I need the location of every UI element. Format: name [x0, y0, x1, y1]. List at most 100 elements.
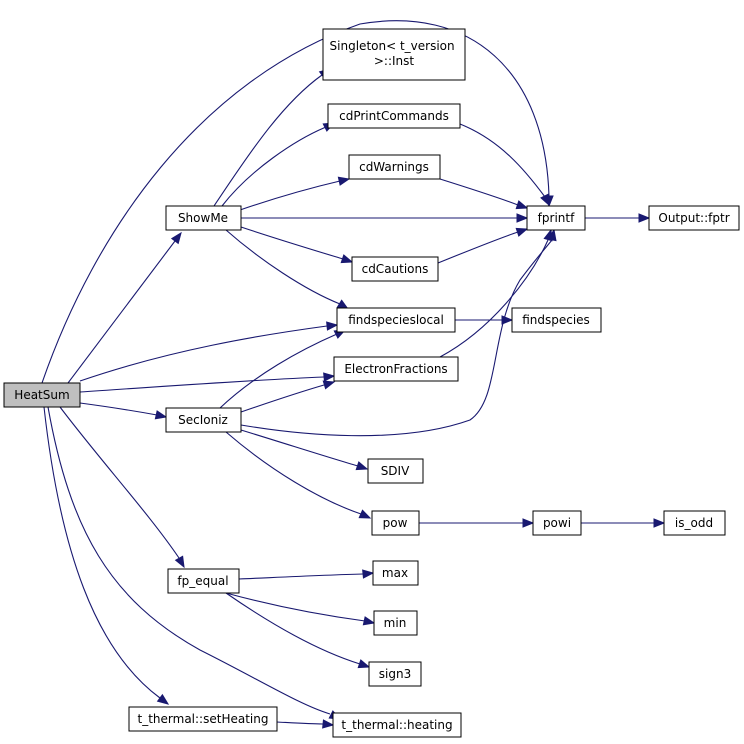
edge-secioniz-to-electronfractions: [240, 380, 336, 413]
node-label: fprintf: [538, 211, 575, 225]
node-label: SDIV: [381, 464, 410, 478]
edge-line: [276, 721, 324, 725]
node-output-fptr[interactable]: Output::fptr: [648, 205, 740, 231]
edge-line: [240, 384, 325, 413]
edge-line: [239, 180, 341, 211]
arrowhead-icon: [547, 228, 557, 242]
node-fprintf[interactable]: fprintf: [526, 205, 586, 231]
node-label: ShowMe: [178, 211, 228, 225]
node-label: pow: [383, 516, 408, 530]
edge-line: [47, 406, 331, 715]
node-t-thermal-heating[interactable]: t_thermal::heating: [332, 712, 462, 738]
node-singleton-inst[interactable]: Singleton< t_version >::Inst: [322, 28, 466, 81]
arrowhead-icon: [638, 213, 651, 223]
node-label: Output::fptr: [658, 211, 729, 225]
node-max[interactable]: max: [372, 560, 419, 586]
edge-showme-to-cdcautions: [240, 226, 354, 264]
edge-line: [439, 239, 549, 358]
node-cdcautions[interactable]: cdCautions: [351, 256, 439, 282]
edge-line: [41, 20, 550, 384]
node-label: t_thermal::setHeating: [138, 712, 269, 726]
arrowhead-icon: [515, 200, 529, 210]
edge-line: [225, 229, 341, 305]
edge-fpequal-to-sign3: [225, 592, 371, 669]
arrowhead-icon: [540, 193, 550, 207]
arrowhead-icon: [653, 518, 666, 528]
arrowhead-icon: [522, 518, 535, 528]
arrowhead-icon: [326, 321, 339, 331]
node-fp-equal[interactable]: fp_equal: [167, 568, 240, 594]
node-showme[interactable]: ShowMe: [165, 205, 242, 231]
edge-showme-to-fprintf: [241, 213, 529, 223]
arrowhead-icon: [362, 569, 375, 579]
edge-line: [219, 333, 338, 409]
edge-line: [67, 240, 176, 384]
edge-line: [240, 239, 553, 437]
arrowhead-icon: [355, 461, 369, 471]
node-label: cdPrintCommands: [339, 109, 449, 123]
edge-line: [79, 376, 325, 393]
edge-line: [213, 74, 323, 207]
arrowhead-icon: [515, 227, 529, 237]
node-label: min: [384, 616, 407, 630]
node-findspecieslocal[interactable]: findspecieslocal: [336, 307, 456, 333]
arrowhead-icon: [323, 372, 336, 382]
node-label: sign3: [379, 667, 411, 681]
arrowhead-icon: [357, 659, 371, 669]
edge-heatsum-to-secioniz: [79, 402, 168, 420]
node-findspecies[interactable]: findspecies: [511, 307, 602, 333]
edge-fpequal-to-max: [238, 569, 375, 580]
node-label: fp_equal: [177, 574, 228, 588]
edge-secioniz-to-findspecieslocal: [219, 329, 347, 409]
arrowhead-icon: [322, 719, 335, 729]
edge-line: [225, 431, 362, 515]
edge-fprintf-to-outputfptr: [585, 213, 651, 223]
node-pow[interactable]: pow: [371, 510, 420, 536]
arrowhead-icon: [362, 616, 376, 626]
arrowhead-icon: [337, 176, 351, 186]
node-label: cdWarnings: [359, 160, 429, 174]
node-label: findspecieslocal: [348, 313, 444, 327]
edge-cdcautions-to-fprintf: [437, 227, 529, 264]
edge-heatsum-to-electronfractions: [79, 372, 336, 393]
edge-line: [79, 402, 158, 416]
edges-layer: [41, 20, 666, 729]
edge-secioniz-to-pow: [225, 431, 372, 519]
edge-heatsum-to-fpequal: [59, 406, 185, 569]
edge-line: [459, 123, 546, 198]
edge-line: [225, 592, 366, 622]
edge-setheating-to-heating: [276, 719, 335, 729]
edge-line: [437, 231, 519, 264]
node-is-odd[interactable]: is_odd: [663, 510, 726, 536]
arrowhead-icon: [154, 410, 168, 420]
edge-line: [238, 573, 364, 580]
node-label: HeatSum: [14, 388, 69, 402]
node-label: ElectronFractions: [344, 362, 447, 376]
node-min[interactable]: min: [373, 610, 418, 636]
node-powi[interactable]: powi: [532, 510, 582, 536]
node-cdprintcommands[interactable]: cdPrintCommands: [327, 103, 461, 129]
edge-electronfractions-to-fprintf: [439, 228, 553, 358]
node-label: t_thermal::heating: [341, 718, 452, 732]
edge-heatsum-to-fprintf: [41, 20, 554, 384]
node-sdiv[interactable]: SDIV: [367, 458, 424, 484]
node-label: is_odd: [675, 516, 713, 530]
arrowhead-icon: [516, 213, 529, 223]
node-electronfractions[interactable]: ElectronFractions: [333, 356, 459, 382]
arrowhead-icon: [174, 555, 185, 569]
edge-cdwarnings-to-fprintf: [439, 178, 529, 210]
arrowhead-icon: [170, 231, 182, 245]
node-t-thermal-setheating[interactable]: t_thermal::setHeating: [128, 706, 278, 732]
node-heatsum[interactable]: HeatSum: [3, 382, 81, 408]
edge-secioniz-to-sdiv: [240, 429, 369, 471]
arrowhead-icon: [340, 254, 354, 264]
edge-fpequal-to-min: [225, 592, 376, 626]
node-sign3[interactable]: sign3: [368, 661, 422, 687]
node-cdwarnings[interactable]: cdWarnings: [348, 154, 441, 180]
arrowhead-icon: [322, 380, 336, 390]
node-secioniz[interactable]: SecIoniz: [165, 407, 242, 433]
edge-line: [225, 592, 361, 665]
edge-showme-to-cdprintcommands: [221, 122, 336, 207]
edge-powi-to-isodd: [581, 518, 666, 528]
